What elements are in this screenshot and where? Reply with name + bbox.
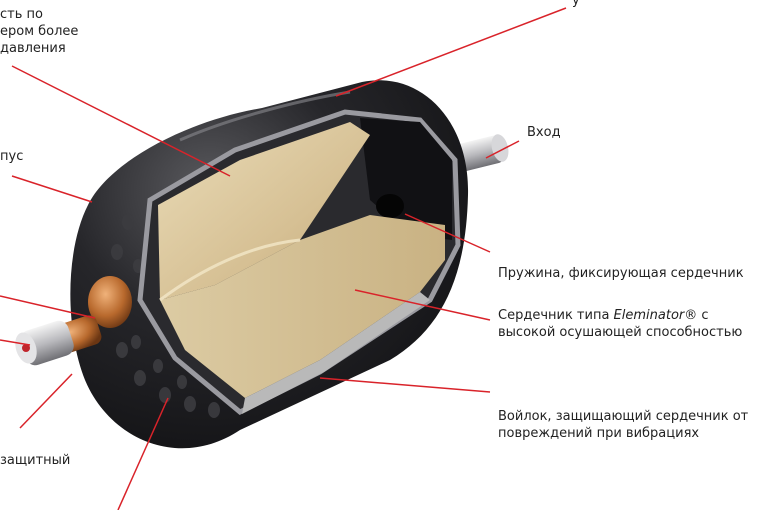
label-core-line-2: высокой осушающей способностью xyxy=(498,324,742,341)
leader-line-top-right xyxy=(336,8,566,96)
leader-line-cap xyxy=(20,374,72,428)
label-top-left-line-1: сть по xyxy=(0,6,78,23)
label-body-shell: пус xyxy=(0,148,23,165)
leader-line-top-left xyxy=(12,66,230,176)
label-core: Сердечник типа Eleminator® с высокой осу… xyxy=(498,307,742,341)
leader-line-felt xyxy=(320,378,490,392)
label-top-right: у xyxy=(572,0,580,9)
label-top-left-line-2: ером более xyxy=(0,23,78,40)
leader-line-body-shell xyxy=(12,176,92,202)
label-spring: Пружина, фиксирующая сердечник xyxy=(498,265,744,282)
label-cap: защитный xyxy=(0,452,70,469)
label-felt: Войлок, защищающий сердечник от поврежде… xyxy=(498,408,748,442)
label-top-left-line-3: давления xyxy=(0,40,78,57)
label-felt-line-2: повреждений при вибрациях xyxy=(498,425,748,442)
label-felt-line-1: Войлок, защищающий сердечник от xyxy=(498,408,748,425)
label-inlet: Вход xyxy=(527,124,561,141)
label-core-line-1: Сердечник типа Eleminator® с xyxy=(498,307,742,324)
label-top-left: сть по ером более давления xyxy=(0,6,78,57)
